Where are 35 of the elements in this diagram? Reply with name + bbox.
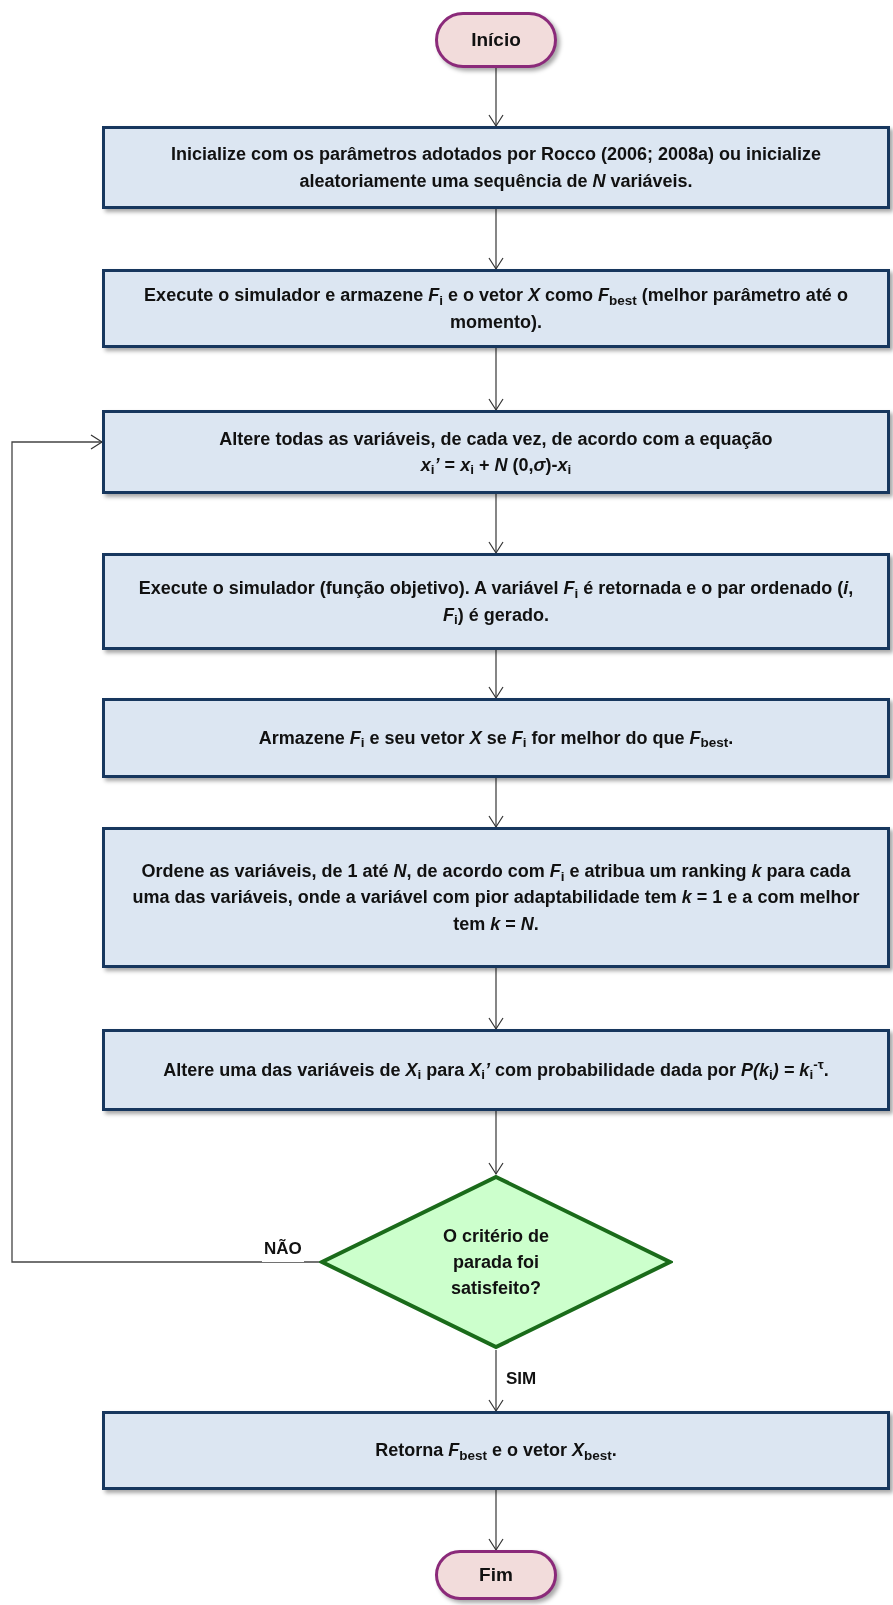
- step-text: Inicialize com os parâmetros adotados por Rocco (2006; 2008a) ou inicialize aleatoriamente uma sequência de N variáveis.: [169, 143, 823, 193]
- decision-diamond: [319, 1174, 673, 1350]
- arrow: [488, 493, 504, 554]
- process-box: [102, 126, 890, 209]
- process-box: [102, 1411, 890, 1490]
- arrow: [488, 208, 504, 270]
- step-text: Ordene as variáveis, de 1 até N, de acordo com F$_{i}$ e atribua um ranking k para cada uma das variáveis, onde a variável com pior adaptabilidade tem k = 1 e a com melhor tem k = N.: [131, 860, 861, 936]
- process-box: [102, 1029, 890, 1111]
- terminal-label: Fim: [479, 1563, 513, 1588]
- terminal-label: Início: [471, 28, 521, 53]
- arrow: [488, 1349, 504, 1412]
- arrow: [488, 67, 504, 127]
- arrow: [488, 1110, 504, 1175]
- arrow: [488, 347, 504, 411]
- step-text: x$_{i}$’ = x$_{i}$ + N (0,σ)-x$_{i}$: [420, 454, 572, 479]
- arrow: [488, 967, 504, 1030]
- process-box: [102, 553, 890, 650]
- decision-text: O critério de parada foi satisfeito?: [442, 1224, 550, 1301]
- step-text: Altere uma das variáveis de X$_{i}$ para X$_{i}$’ com probabilidade dada por P(k$_{i}$) = k$_{i}$$^{-τ}$.: [163, 1056, 829, 1084]
- arrow: [488, 777, 504, 828]
- step-text: Retorna F$_{best}$ e o vetor X$_{best}$.: [375, 1439, 617, 1464]
- process-box: [102, 698, 890, 778]
- terminal-node: [435, 12, 557, 68]
- arrow: [488, 649, 504, 699]
- step-text: Execute o simulador e armazene F$_{i}$ e o vetor X como F$_{best}$ (melhor parâmetro até o momento).: [143, 284, 849, 334]
- arrow: [11, 434, 320, 1263]
- process-box: [102, 269, 890, 348]
- process-box: [102, 410, 890, 494]
- terminal-node: [435, 1550, 557, 1600]
- step-text: Execute o simulador (função objetivo). A variável F$_{i}$ é retornada e o par ordenado (i, F$_{i}$) é gerado.: [137, 577, 855, 628]
- arrow: [488, 1489, 504, 1551]
- step-text: Altere todas as variáveis, de cada vez, de acordo com a equação: [219, 427, 773, 451]
- step-text: Armazene F$_{i}$ e seu vetor X se F$_{i}$ for melhor do que F$_{best}$.: [258, 726, 734, 752]
- process-box: [102, 827, 890, 968]
- edge-label: NÃO: [262, 1236, 304, 1262]
